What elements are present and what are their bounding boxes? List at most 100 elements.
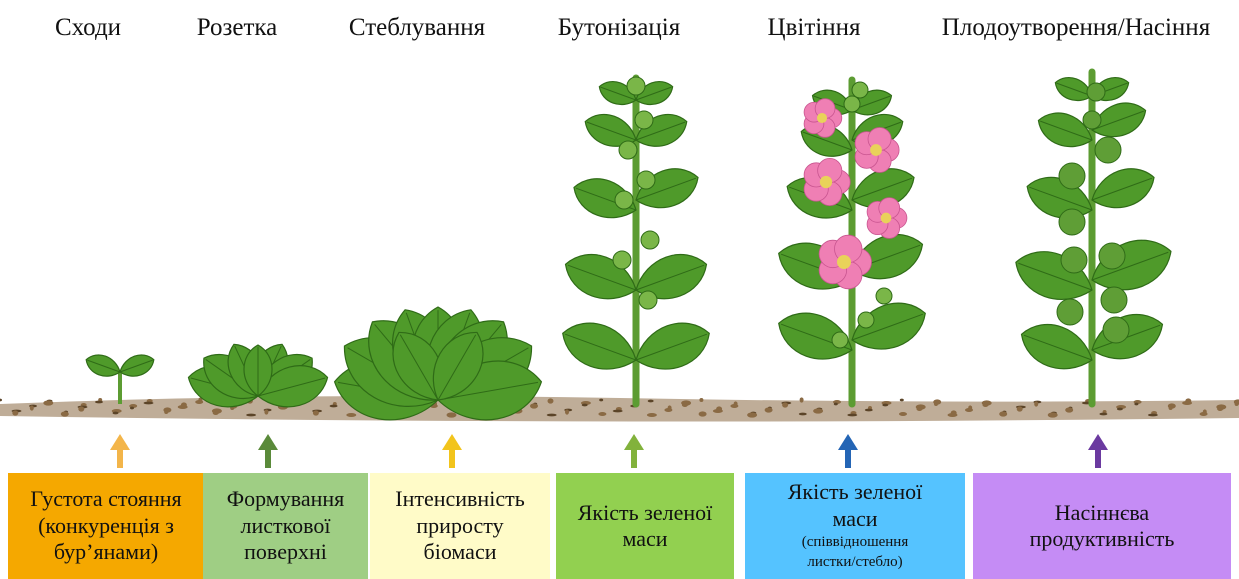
flower-center <box>837 255 851 269</box>
bud <box>615 191 633 209</box>
soil-clod <box>61 411 69 416</box>
indicator-line: листкової <box>240 513 330 539</box>
bud <box>1103 317 1129 343</box>
leaf <box>630 160 704 217</box>
flower <box>819 235 871 289</box>
soil-clod <box>865 409 873 412</box>
up-arrow-icon <box>838 434 858 468</box>
soil-clod <box>1200 412 1208 416</box>
soil-clod <box>548 398 554 403</box>
plants-row <box>83 72 1179 428</box>
soil-clod <box>95 401 103 404</box>
indicator-line: Формування <box>227 486 345 512</box>
soil-clod <box>899 412 907 416</box>
soil-clod <box>664 408 672 412</box>
leaf <box>845 293 933 360</box>
soil-clod <box>647 413 657 417</box>
soil-clod <box>213 411 219 415</box>
leaf <box>558 245 643 309</box>
indicator-line: продуктивність <box>1030 526 1175 552</box>
soil-clod <box>965 408 973 412</box>
arrow-head <box>1088 434 1108 450</box>
soil-clod <box>12 410 18 415</box>
bud <box>832 332 848 348</box>
soil-clod <box>164 410 168 414</box>
bud <box>852 82 868 98</box>
soil-clod <box>195 400 203 404</box>
soil-clod <box>30 405 34 410</box>
indicator-subline: (співвідношення <box>802 532 909 552</box>
flower <box>867 198 907 239</box>
soil-clod <box>130 407 134 410</box>
indicator-line: бур’янами) <box>54 539 158 565</box>
indicator-line: поверхні <box>244 539 327 565</box>
soil-clod <box>1048 412 1058 417</box>
leaf <box>555 313 643 380</box>
bud <box>619 141 637 159</box>
soil-clod <box>613 410 623 413</box>
soil-clod <box>800 397 804 402</box>
soil-clod <box>847 414 857 417</box>
bud <box>1099 243 1125 269</box>
soil-clod <box>598 412 606 416</box>
up-arrow-icon <box>442 434 462 468</box>
arrow-head <box>258 434 278 450</box>
soil-clod <box>178 405 188 409</box>
soil-clod <box>1034 401 1038 406</box>
soil-clod <box>713 409 723 413</box>
soil-clod <box>346 413 356 417</box>
soil-clod <box>813 408 823 413</box>
bud <box>1095 137 1121 163</box>
up-arrow-icon <box>110 434 130 468</box>
soil-clod <box>330 405 338 408</box>
plant-flowering <box>771 80 932 404</box>
arrow-head <box>838 434 858 450</box>
indicator-box-3: Інтенсивністьприростубіомаси <box>370 473 550 579</box>
indicator-line: Інтенсивність <box>395 486 524 512</box>
indicator-line: біомаси <box>424 539 497 565</box>
soil-clod <box>948 413 958 417</box>
soil-clod <box>43 400 53 405</box>
leaf <box>117 350 158 381</box>
indicator-line: Густота стояння <box>30 486 181 512</box>
arrow-head <box>624 434 644 450</box>
soil-clod <box>530 403 538 408</box>
soil-clod <box>565 409 569 414</box>
flower-center <box>817 113 827 123</box>
indicator-line: маси <box>622 526 667 552</box>
soil-clod <box>582 404 588 407</box>
arrow-head <box>442 434 462 450</box>
soil-clod <box>682 403 688 407</box>
soil-clod <box>1117 408 1123 411</box>
soil-clod <box>313 410 319 415</box>
soil-clod <box>834 403 838 406</box>
soil-clod <box>447 412 457 417</box>
soil-clod <box>1169 406 1173 410</box>
bud <box>876 288 892 304</box>
indicator-line: маси <box>832 506 877 532</box>
soil-clod <box>144 402 154 405</box>
stage-label-2: Розетка <box>197 14 278 42</box>
flower-center <box>820 176 832 188</box>
indicator-subline: листки/стебло) <box>807 552 902 572</box>
soil-clod <box>1134 403 1138 406</box>
stage-label-6: Плодоутворення/Насіння <box>942 14 1210 42</box>
soil-clod <box>699 411 707 416</box>
indicator-line: Насіннєва <box>1055 500 1149 526</box>
soil-clod <box>1099 413 1107 416</box>
indicator-box-2: Формуваннялистковоїповерхні <box>203 473 368 579</box>
indicator-box-6: Насіннєвапродуктивність <box>973 473 1231 579</box>
bud <box>1101 287 1127 313</box>
flower-center <box>870 144 882 156</box>
bud <box>1057 299 1083 325</box>
soil-clod <box>765 407 773 412</box>
bud <box>1059 209 1085 235</box>
soil-clod <box>999 411 1007 416</box>
soil-clod <box>1235 402 1239 406</box>
bud <box>613 251 631 269</box>
soil-clod <box>1065 407 1073 412</box>
soil-clod <box>747 412 757 417</box>
soil-clod <box>1148 414 1158 417</box>
indicator-box-5: Якість зеленоїмаси(співвідношеннялистки/… <box>745 473 965 579</box>
soil-clod <box>78 406 84 411</box>
